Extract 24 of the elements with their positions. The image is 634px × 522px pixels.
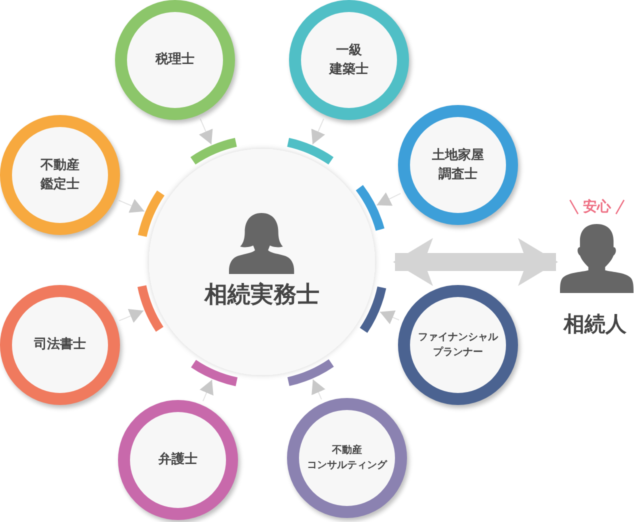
arrow	[312, 378, 326, 400]
circle-label: 不動産コンサルティング	[307, 443, 387, 473]
arrow	[198, 118, 213, 145]
circle-label: ファイナンシャルプランナー	[418, 331, 498, 360]
ring-circle	[289, 0, 409, 120]
double-arrow	[393, 238, 558, 286]
node-label: 安心	[583, 198, 611, 216]
arrow	[379, 310, 400, 324]
circle-label: 税理士	[156, 51, 194, 70]
arrow	[200, 379, 214, 402]
arrow	[118, 309, 144, 323]
circle-label: 不動産鑑定士	[40, 156, 80, 194]
circle-label: 弁護士	[158, 451, 198, 470]
arrow	[311, 118, 326, 145]
ring-circle	[115, 0, 235, 120]
circle-label: 司法書士	[34, 336, 86, 354]
arrow	[376, 192, 402, 206]
circle-label: 土地家屋調査士	[432, 146, 484, 184]
circle-label: 一級建築士	[330, 42, 368, 79]
hub-label: 相続実務士	[203, 281, 320, 309]
arrow	[118, 198, 145, 213]
ring-circle	[0, 115, 120, 235]
ring-circle	[0, 285, 120, 405]
person-label: 相続人	[562, 311, 628, 338]
